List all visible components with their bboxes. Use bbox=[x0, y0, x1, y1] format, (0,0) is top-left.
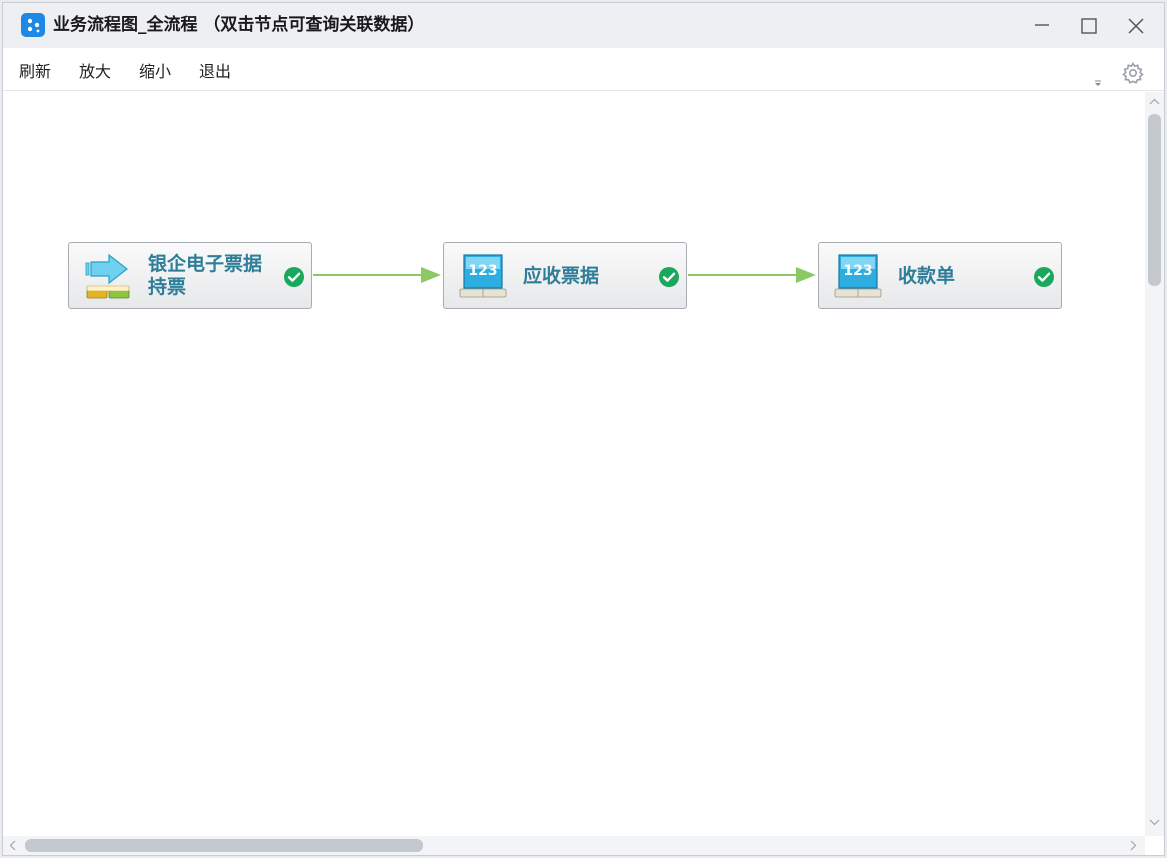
vertical-scroll-thumb[interactable] bbox=[1148, 114, 1161, 286]
zoom-in-button[interactable]: 放大 bbox=[79, 62, 112, 81]
flow-node-notes-receivable[interactable]: 123 应收票据 bbox=[443, 242, 687, 309]
close-button[interactable] bbox=[1125, 15, 1147, 37]
vertical-scrollbar[interactable] bbox=[1145, 92, 1164, 836]
scroll-down-icon[interactable] bbox=[1149, 818, 1160, 826]
horizontal-scroll-thumb[interactable] bbox=[25, 839, 423, 852]
menu-bar: 刷新 放大 缩小 退出 bbox=[3, 48, 1164, 91]
flow-diagram-icon bbox=[21, 13, 45, 37]
horizontal-scrollbar[interactable] bbox=[3, 836, 1145, 855]
window-title: 业务流程图_全流程 （双击节点可查询关联数据） bbox=[53, 15, 425, 35]
refresh-button[interactable]: 刷新 bbox=[19, 62, 52, 81]
flow-canvas[interactable]: 银企电子票据持票 123 应收票据 bbox=[3, 92, 1145, 836]
maximize-icon bbox=[1081, 18, 1097, 34]
flow-arrow-2 bbox=[688, 267, 816, 283]
maximize-button[interactable] bbox=[1078, 15, 1100, 37]
flow-node-label: 收款单 bbox=[898, 265, 956, 287]
check-circle-icon bbox=[1034, 267, 1054, 287]
bill-transfer-icon bbox=[85, 253, 130, 299]
scroll-left-icon[interactable] bbox=[9, 840, 17, 851]
scroll-right-icon[interactable] bbox=[1129, 840, 1137, 851]
dropdown-arrow-icon[interactable] bbox=[1093, 79, 1103, 87]
svg-text:123: 123 bbox=[468, 263, 497, 279]
minimize-button[interactable] bbox=[1031, 15, 1053, 37]
gear-icon[interactable] bbox=[1121, 61, 1145, 85]
flow-node-label: 银企电子票据持票 bbox=[148, 253, 263, 298]
voucher-123-icon: 123 bbox=[834, 254, 882, 298]
minimize-icon bbox=[1035, 24, 1049, 26]
flow-arrow-1 bbox=[313, 267, 441, 283]
flow-node-receipt[interactable]: 123 收款单 bbox=[818, 242, 1062, 309]
check-circle-icon bbox=[659, 267, 679, 287]
title-bar: 业务流程图_全流程 （双击节点可查询关联数据） bbox=[3, 3, 1164, 48]
flow-node-label: 应收票据 bbox=[523, 265, 600, 287]
zoom-out-button[interactable]: 缩小 bbox=[139, 62, 172, 81]
flow-node-bill-holding[interactable]: 银企电子票据持票 bbox=[68, 242, 312, 309]
svg-text:123: 123 bbox=[843, 263, 872, 279]
close-icon bbox=[1128, 18, 1144, 34]
check-circle-icon bbox=[284, 267, 304, 287]
exit-button[interactable]: 退出 bbox=[199, 62, 232, 81]
scroll-up-icon[interactable] bbox=[1149, 98, 1160, 106]
flow-edges bbox=[313, 267, 816, 283]
voucher-123-icon: 123 bbox=[459, 254, 507, 298]
